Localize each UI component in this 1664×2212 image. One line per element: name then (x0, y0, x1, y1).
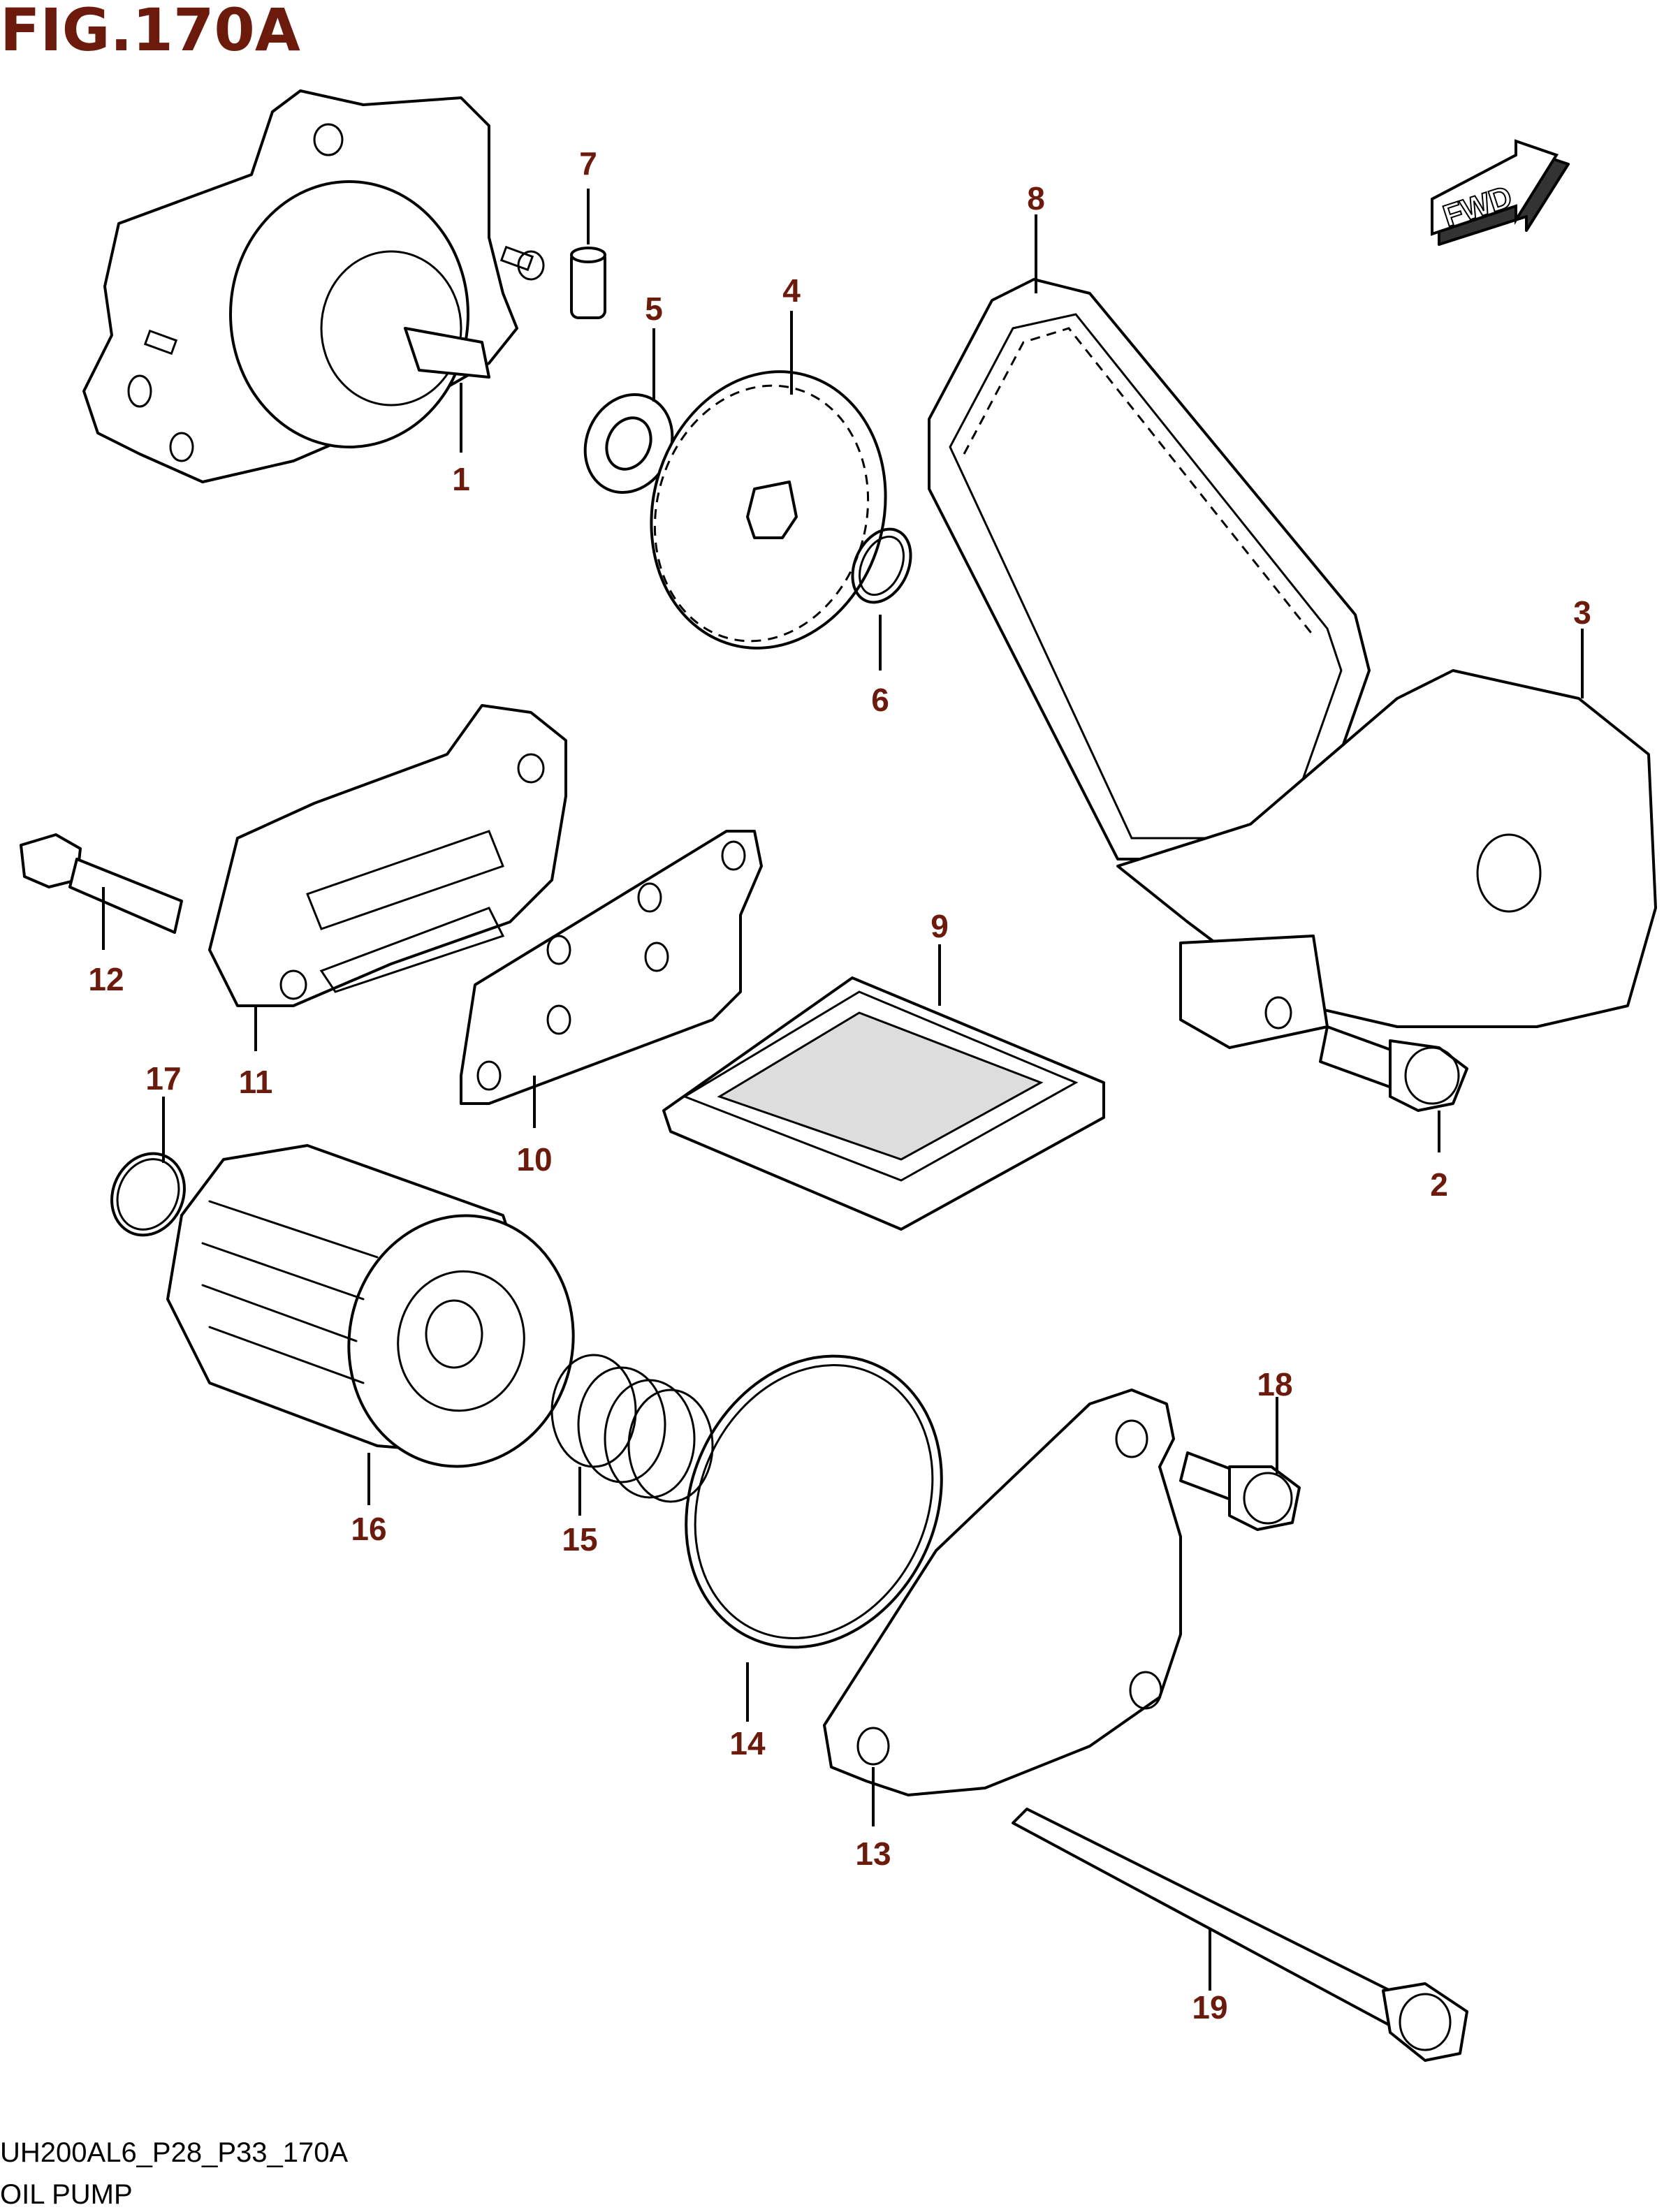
callout-2: 2 (1430, 1166, 1448, 1203)
gasket-part (460, 830, 763, 1105)
long-bolt-part (1012, 1808, 1468, 2062)
callout-11: 11 (239, 1064, 273, 1100)
bolt-part-18 (1179, 1451, 1301, 1531)
callout-labels: 1 2 3 4 5 6 7 8 9 10 11 12 13 14 15 16 1… (88, 145, 1591, 2026)
leader-lines (102, 189, 1584, 1991)
dowel-pin-part (570, 247, 606, 319)
spring-part (550, 1354, 714, 1503)
callout-13: 13 (855, 1836, 891, 1872)
oil-filter-part (166, 1144, 575, 1468)
oil-strainer-part (662, 976, 1105, 1231)
forward-arrow-icon: FWD (1431, 139, 1570, 246)
callout-7: 7 (579, 145, 597, 182)
callout-5: 5 (645, 291, 663, 327)
callout-18: 18 (1257, 1366, 1292, 1402)
chain-guard-part (1116, 669, 1657, 1049)
strainer-cover-part (208, 704, 567, 1007)
figure-code: UH200AL6_P28_P33_170A (0, 2137, 349, 2168)
callout-10: 10 (516, 1141, 552, 1178)
callout-4: 4 (782, 272, 801, 309)
callout-1: 1 (452, 461, 470, 497)
callout-12: 12 (88, 961, 124, 997)
callout-6: 6 (871, 682, 889, 718)
callout-17: 17 (145, 1060, 181, 1097)
circlip-part (851, 527, 912, 604)
bolt-part-2 (1319, 1025, 1468, 1112)
filter-cap-part (823, 1389, 1182, 1796)
figure-name: OIL PUMP (0, 2179, 133, 2210)
callout-8: 8 (1027, 180, 1045, 217)
washer-part (583, 393, 674, 495)
callout-3: 3 (1573, 594, 1591, 631)
oil-pump-part (82, 89, 545, 483)
callout-15: 15 (562, 1521, 597, 1558)
sprocket-part (650, 370, 887, 650)
callout-16: 16 (351, 1511, 386, 1547)
drive-chain-part (928, 278, 1371, 860)
callout-14: 14 (729, 1725, 766, 1761)
o-ring-part-14 (685, 1354, 943, 1649)
callout-19: 19 (1192, 1989, 1227, 2026)
callout-9: 9 (930, 908, 949, 944)
figure-title: FIG.170A (0, 0, 300, 64)
bolt-part-12 (20, 833, 183, 934)
